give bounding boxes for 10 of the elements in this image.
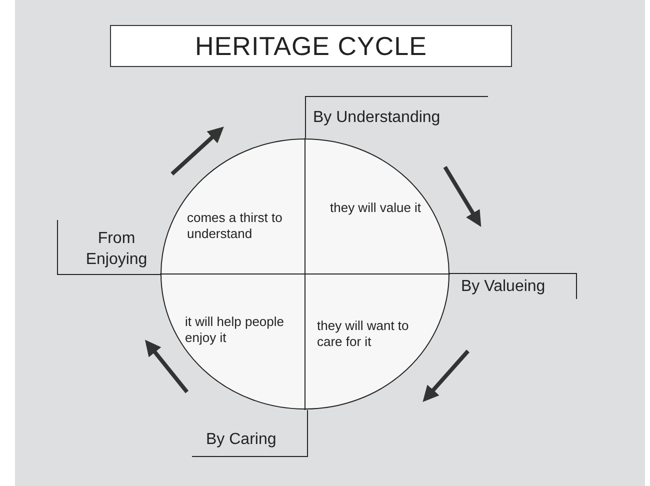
stage-label: By Caring — [192, 410, 308, 457]
quadrant-text: comes a thirst to understand — [187, 210, 284, 242]
stage-label: From Enjoying — [57, 220, 161, 275]
quadrant-text: they will value it — [330, 200, 422, 216]
title-box: HERITAGE CYCLE — [110, 25, 512, 67]
stage-label: By Valueing — [449, 273, 577, 299]
quartered-circle — [160, 138, 450, 410]
quadrant-text: they will want to care for it — [317, 318, 410, 350]
stage-label: By Understanding — [305, 96, 488, 138]
quadrant-text: it will help people enjoy it — [185, 314, 286, 346]
